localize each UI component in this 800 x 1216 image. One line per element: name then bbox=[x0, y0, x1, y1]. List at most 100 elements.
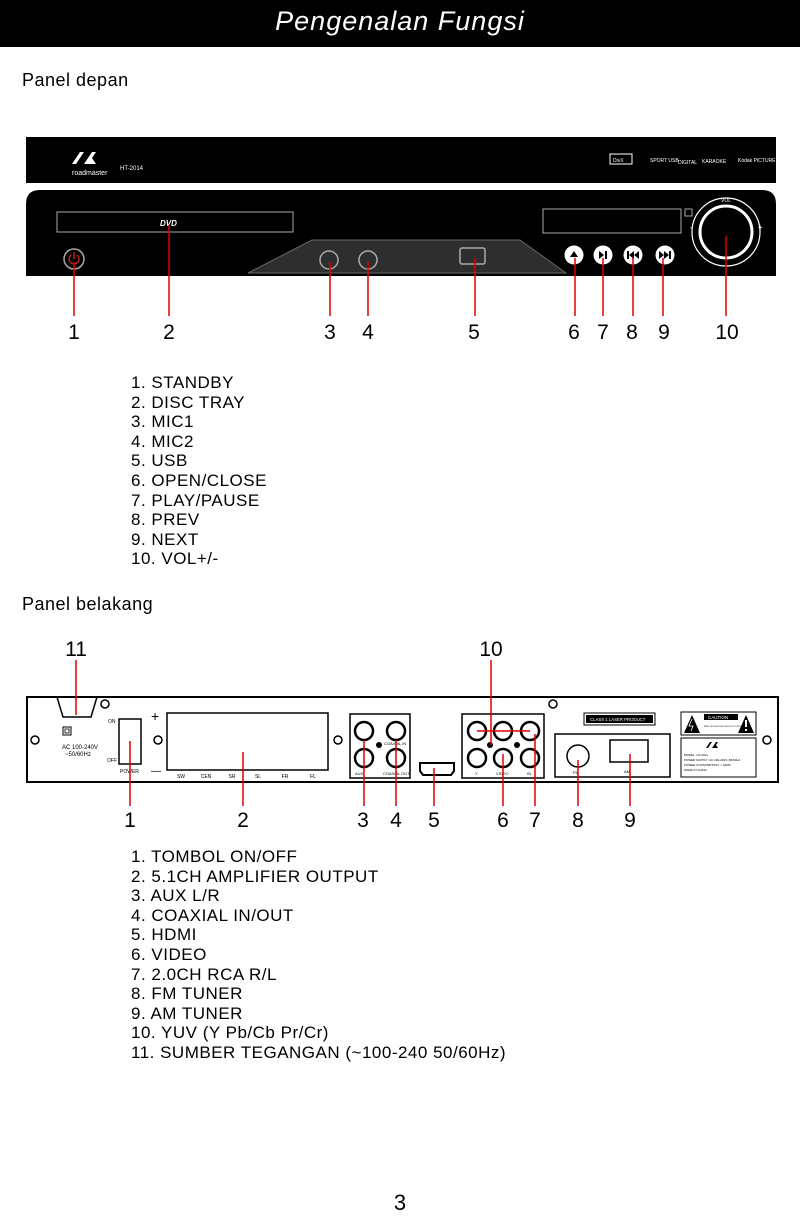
rear-items-list: 1. TOMBOL ON/OFF 2. 5.1CH AMPLIFIER OUTP… bbox=[131, 847, 506, 1063]
page-title: Pengenalan Fungsi bbox=[275, 6, 525, 36]
rear-num-2: 2 bbox=[237, 809, 249, 832]
front-num-7: 7 bbox=[597, 321, 609, 344]
list-item: 6. OPEN/CLOSE bbox=[131, 470, 267, 490]
video-label: VIDEO bbox=[496, 771, 508, 776]
front-number-labels: 1 2 3 4 5 6 7 8 9 10 bbox=[68, 321, 739, 344]
list-item: 10. VOL+/- bbox=[131, 549, 219, 569]
am-antenna-terminal bbox=[609, 739, 649, 763]
front-num-2: 2 bbox=[163, 321, 175, 344]
list-item: 2. DISC TRAY bbox=[131, 392, 246, 412]
optical-port bbox=[376, 742, 382, 748]
front-panel-diagram: roadmaster HT-2014 DivX SPORT USB DIGITA… bbox=[26, 137, 785, 344]
svg-text:-: - bbox=[690, 223, 693, 232]
speaker-terminal-block bbox=[166, 712, 329, 771]
speaker-sr: SR bbox=[229, 774, 236, 780]
rear-num-11: 11 bbox=[65, 638, 87, 661]
list-item: 3. MIC1 bbox=[131, 412, 195, 432]
rear-num-4: 4 bbox=[390, 809, 402, 832]
screw-hole bbox=[333, 735, 343, 745]
rear-panel-heading: Panel belakang bbox=[22, 594, 154, 614]
switch-on-label: ON bbox=[108, 719, 116, 725]
list-item: 6. VIDEO bbox=[131, 944, 207, 964]
rear-num-5: 5 bbox=[428, 809, 440, 832]
front-num-6: 6 bbox=[568, 321, 580, 344]
rear-num-10: 10 bbox=[479, 638, 502, 661]
caution-label: CAUTION bbox=[708, 715, 728, 720]
rear-num-3: 3 bbox=[357, 809, 369, 832]
logo-kodak: Kodak PICTURE CD bbox=[738, 158, 785, 164]
minus-sign: — bbox=[151, 766, 161, 777]
front-num-5: 5 bbox=[468, 321, 480, 344]
list-item: 5. USB bbox=[131, 451, 188, 471]
speaker-cen: CEN bbox=[201, 774, 212, 780]
am-label: AM bbox=[624, 769, 630, 774]
list-item: 3. AUX L/R bbox=[131, 886, 221, 906]
power-cord-notch bbox=[56, 696, 98, 718]
front-num-8: 8 bbox=[626, 321, 638, 344]
rear-num-7: 7 bbox=[529, 809, 541, 832]
list-item: 7. PLAY/PAUSE bbox=[131, 490, 260, 510]
spec-sticker bbox=[680, 737, 757, 778]
list-item: 4. COAXIAL IN/OUT bbox=[131, 905, 294, 925]
speaker-labels: SW CEN SR SL FR FL bbox=[177, 774, 316, 780]
front-items-list: 1. STANDBY 2. DISC TRAY 3. MIC1 4. MIC2 … bbox=[131, 373, 267, 569]
brand-logo-icon bbox=[72, 152, 96, 164]
feature-logos: DivX SPORT USB DIGITAL KARAOKE Kodak PIC… bbox=[609, 153, 785, 166]
model-name: HT-2014 bbox=[120, 166, 144, 172]
ac-label-1: AC 100-240V bbox=[62, 745, 98, 751]
rear-num-6: 6 bbox=[497, 809, 509, 832]
screw-hole bbox=[30, 735, 40, 745]
rear-num-1: 1 bbox=[124, 809, 136, 832]
list-item: 11. SUMBER TEGANGAN (~100-240 50/60Hz) bbox=[131, 1042, 507, 1062]
list-item: 4. MIC2 bbox=[131, 431, 195, 451]
next-icon bbox=[659, 251, 671, 259]
logo-usb: SPORT USB bbox=[650, 158, 679, 164]
coax-in-label: COAXIAL IN bbox=[384, 741, 406, 746]
screw-hole bbox=[153, 735, 163, 745]
list-item: 8. PREV bbox=[131, 510, 200, 530]
tray-logo: DVD bbox=[160, 219, 177, 228]
front-num-1: 1 bbox=[68, 321, 80, 344]
switch-off-label: OFF bbox=[107, 758, 117, 764]
front-num-4: 4 bbox=[362, 321, 374, 344]
speaker-sl: SL bbox=[255, 774, 261, 780]
front-num-10: 10 bbox=[715, 321, 738, 344]
yuv-y-jack bbox=[466, 747, 488, 769]
mic1-jack bbox=[319, 250, 339, 270]
class2-icon bbox=[62, 726, 72, 736]
lightning-warning-icon bbox=[684, 715, 700, 733]
list-item: 10. YUV (Y Pb/Cb Pr/Cr) bbox=[131, 1023, 329, 1043]
list-item: 9. NEXT bbox=[131, 529, 199, 549]
aux-jack-top bbox=[353, 720, 375, 742]
usb-port bbox=[459, 247, 486, 265]
display-window bbox=[542, 208, 682, 234]
coax-in-jack bbox=[385, 720, 407, 742]
laser-label: CLASS 1 LASER PRODUCT bbox=[590, 717, 646, 722]
front-num-3: 3 bbox=[324, 321, 336, 344]
list-item: 5. HDMI bbox=[131, 925, 197, 945]
rca-in-label: IN bbox=[527, 771, 531, 776]
spec-brand-logo-icon bbox=[706, 742, 718, 748]
fm-label: FM bbox=[573, 770, 579, 775]
spec-line: MADE IN CHINA bbox=[684, 768, 707, 772]
screw-hole bbox=[100, 699, 110, 709]
speaker-fr: FR bbox=[282, 774, 289, 780]
list-item: 9. AM TUNER bbox=[131, 1003, 243, 1023]
rear-pointer-lines bbox=[75, 660, 631, 806]
spec-line: POWER SUPPLY: AC 100-240V~50/60Hz bbox=[684, 758, 741, 762]
svg-text:+: + bbox=[758, 223, 763, 232]
rca-l-jack bbox=[519, 747, 541, 769]
list-item: 1. TOMBOL ON/OFF bbox=[131, 847, 298, 866]
rear-top-number-labels: 11 10 bbox=[65, 638, 503, 661]
list-item: 7. 2.0CH RCA R/L bbox=[131, 964, 277, 984]
rear-number-labels: 1 2 3 4 5 6 7 8 9 bbox=[124, 809, 636, 832]
front-panel-heading: Panel depan bbox=[22, 70, 129, 90]
rear-num-8: 8 bbox=[572, 809, 584, 832]
logo-digital: DIGITAL bbox=[678, 160, 697, 166]
rear-num-9: 9 bbox=[624, 809, 636, 832]
speaker-sw: SW bbox=[177, 774, 185, 780]
hdmi-port bbox=[419, 762, 455, 776]
spec-line: POWER CONSUMPTION: < 300W bbox=[684, 763, 731, 767]
speaker-fl: FL bbox=[310, 774, 316, 780]
screw-hole bbox=[548, 699, 558, 709]
